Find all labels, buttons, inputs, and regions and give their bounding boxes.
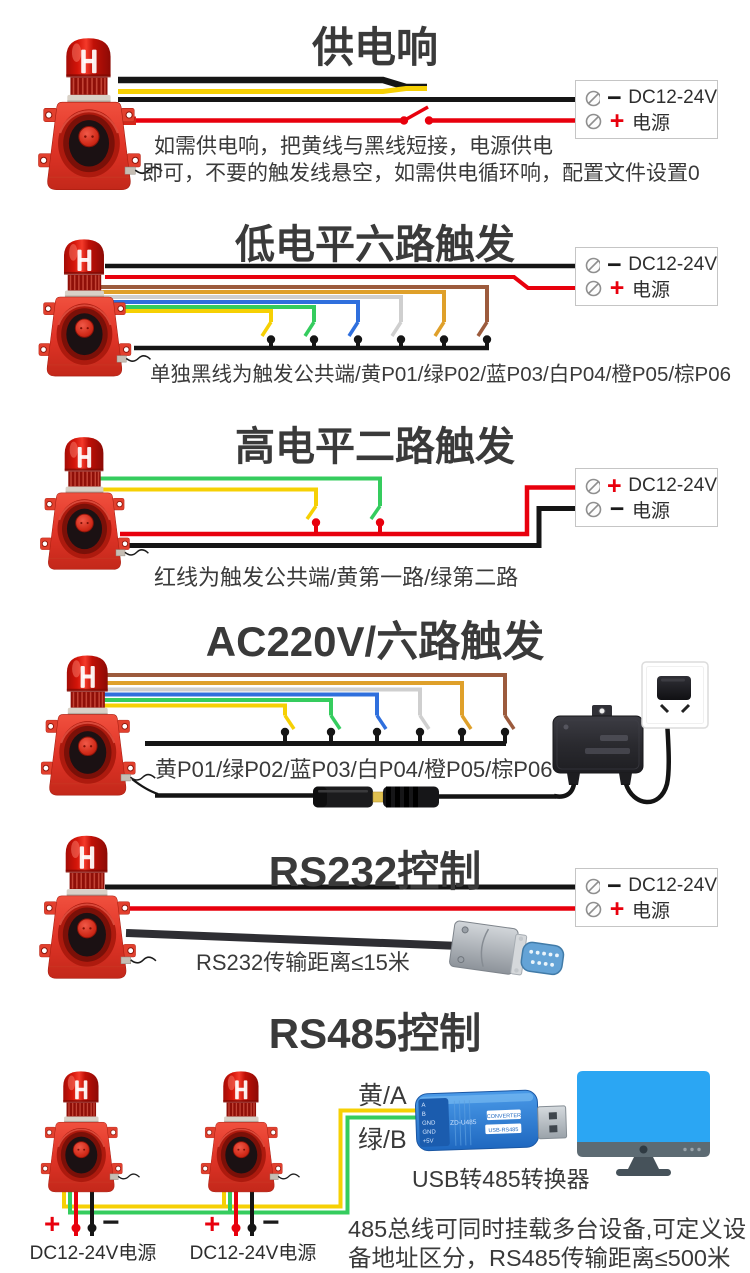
converter-pin-5v: +5V (423, 1138, 434, 1144)
screw-terminal-icon (585, 901, 602, 917)
polarity-sign: + (606, 471, 622, 500)
screw-terminal-icon (585, 113, 602, 129)
polarity-sign: + (609, 894, 625, 923)
converter-tag2: USB-RS485 (488, 1127, 518, 1134)
s4-wires (100, 661, 709, 808)
section3-title: 高电平二路触发 (235, 425, 515, 469)
s5-wires (105, 884, 580, 976)
wall-socket (641, 661, 709, 729)
psu-label-a: DC12-24V电源 (29, 1243, 157, 1264)
terminal-block-s1: − DC12-24V + 电源 (575, 80, 718, 139)
power-adapter (552, 702, 671, 805)
wire-label-a: 黄/A (358, 1082, 407, 1110)
terminal-row: − DC12-24V (585, 871, 717, 900)
terminal-row: − 电源 (585, 494, 717, 523)
s6-wires: A B GND GND +5V ZD-U485 CONVERTER USB-RS… (62, 1071, 710, 1236)
section5-note: RS232传输距离≤15米 (196, 950, 410, 975)
db9-connector (449, 920, 565, 976)
polarity-sign: − (606, 250, 622, 279)
terminal-row: − DC12-24V (585, 250, 717, 279)
terminal-label: 电源 (632, 900, 671, 922)
screw-terminal-icon (585, 878, 601, 894)
terminal-row: + 电源 (585, 106, 717, 135)
converter-tag1: CONVERTER (487, 1113, 522, 1120)
section1-title: 供电响 (311, 24, 438, 71)
polarity-sign: − (609, 494, 625, 523)
s1-wires (118, 76, 580, 125)
terminal-row: + 电源 (585, 273, 717, 302)
section6-note-line1: 485总线可同时挂载多台设备,可定义设 (348, 1216, 747, 1242)
converter-pin-gnd2: GND (422, 1129, 436, 1135)
alarm-device (200, 1070, 301, 1193)
computer-monitor (577, 1071, 710, 1176)
s2-wires (100, 263, 582, 351)
dc-jack-female (313, 786, 373, 808)
minus-sign: − (102, 1206, 120, 1239)
terminal-label: DC12-24V (628, 87, 717, 108)
polarity-sign: + (609, 106, 625, 135)
section3-note: 红线为触发公共端/黄第一路/绿第二路 (154, 565, 519, 590)
usb-485-converter: A B GND GND +5V ZD-U485 CONVERTER USB-RS… (414, 1089, 568, 1152)
terminal-label: 电源 (632, 500, 671, 522)
converter-pin-b: B (422, 1112, 426, 1118)
converter-pin-gnd1: GND (422, 1120, 436, 1126)
terminal-label: 电源 (632, 112, 671, 134)
alarm-device (40, 1070, 141, 1193)
screw-terminal-icon (585, 257, 601, 273)
minus-sign: − (262, 1206, 280, 1239)
plus-sign: + (44, 1208, 61, 1239)
terminal-row: + 电源 (585, 894, 717, 923)
dc-jack-male (372, 786, 439, 808)
converter-pin-a: A (421, 1103, 425, 1109)
section2-note: 单独黑线为触发公共端/黄P01/绿P02/蓝P03/白P04/橙P05/棕P06 (150, 363, 732, 386)
terminal-row: + DC12-24V (585, 471, 717, 500)
terminal-label: DC12-24V (628, 875, 717, 896)
screw-terminal-icon (585, 501, 602, 517)
s3-wires (100, 476, 582, 548)
section4-title: AC220V/六路触发 (205, 618, 545, 665)
polarity-sign: + (609, 273, 625, 302)
polarity-sign: − (606, 83, 622, 112)
section6-title: RS485控制 (268, 1010, 482, 1057)
terminal-block-s5: − DC12-24V + 电源 (575, 868, 718, 927)
section6-note-line2: 备地址区分，RS485传输距离≤500米 (348, 1245, 731, 1271)
section2-title: 低电平六路触发 (235, 223, 515, 267)
terminal-block-s2: − DC12-24V + 电源 (575, 247, 718, 306)
webcam-dot (639, 1145, 648, 1154)
converter-model: ZD-U485 (450, 1119, 477, 1127)
terminal-label: DC12-24V (628, 475, 717, 496)
psu-label-b: DC12-24V电源 (189, 1243, 317, 1264)
section4-note: 黄P01/绿P02/蓝P03/白P04/橙P05/棕P06 (155, 757, 553, 782)
terminal-label: 电源 (632, 279, 671, 301)
terminal-block-s3: + DC12-24V − 电源 (575, 468, 718, 527)
screw-terminal-icon (585, 478, 601, 494)
terminal-row: − DC12-24V (585, 83, 717, 112)
section1-note-line2: 即可，不要的触发线悬空，如需供电循环响，配置文件设置0 (142, 162, 700, 185)
section1-note-line1: 如需供电响，把黄线与黑线短接，电源供电 (154, 135, 553, 158)
plus-sign: + (204, 1208, 221, 1239)
terminal-label: DC12-24V (628, 254, 717, 275)
screw-terminal-icon (585, 280, 602, 296)
polarity-sign: − (606, 871, 622, 900)
section5-title: RS232控制 (268, 848, 482, 895)
wire-label-b: 绿/B (358, 1126, 407, 1154)
screw-terminal-icon (585, 90, 601, 106)
converter-caption: USB转485转换器 (412, 1166, 590, 1192)
